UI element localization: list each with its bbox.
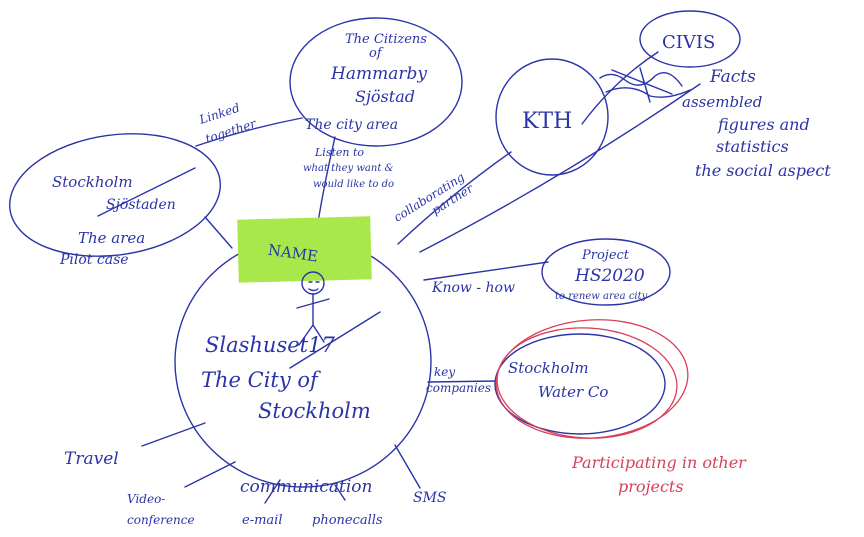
center-line1: Slashuset17 [205, 333, 335, 357]
facts-line1: Facts [709, 67, 756, 87]
phone-label: phonecalls [312, 513, 383, 528]
stick-figure-icon [296, 271, 330, 346]
center-strike [289, 311, 381, 369]
hammarby-line1: The Citizens [345, 32, 427, 47]
edge-center-stockholm [204, 216, 233, 249]
edge-center-hs2020 [423, 261, 549, 281]
node-civis: CIVIS [639, 10, 741, 68]
kth-circle [495, 58, 609, 176]
communication-label: communication [240, 477, 372, 497]
sms-label: SMS [413, 490, 447, 506]
edge-center-phone [334, 484, 346, 501]
water-red-circle-1 [495, 319, 689, 439]
stockholm-strike [97, 167, 196, 217]
stockholm-line2: Sjöstaden [106, 197, 176, 213]
facts-line4: statistics [716, 137, 789, 156]
hammarby-circle [289, 17, 463, 147]
edge-hammarby-center [317, 136, 336, 223]
civis-circle [639, 10, 741, 68]
facts-line2: assembled [682, 93, 762, 111]
email-label: e-mail [242, 513, 282, 528]
facts-line3: figures and [717, 115, 810, 134]
edge-center-water [427, 380, 498, 383]
water-circle [494, 333, 666, 435]
node-hammarby: The Citizens of Hammarby Sjöstad The cit… [289, 17, 463, 147]
video-label-line1: Video- [127, 492, 165, 506]
node-stockholm: Stockholm Sjöstaden The area [8, 133, 222, 257]
travel-label: Travel [64, 449, 119, 469]
participating-line2: projects [618, 477, 684, 496]
hammarby-line3: Hammarby [330, 64, 427, 84]
water-line1: Stockholm [508, 359, 589, 377]
participating-line1: Participating in other [571, 453, 747, 472]
listen-label-line3: would like to do [313, 179, 394, 190]
edge-center-sms [394, 444, 421, 489]
kth-label: KTH [522, 109, 572, 134]
water-red-circle-2 [496, 327, 678, 439]
hammarby-line4: Sjöstad [355, 87, 415, 106]
edge-center-video [184, 461, 236, 488]
water-line2: Water Co [538, 383, 608, 401]
node-water: Stockholm Water Co [494, 319, 689, 439]
civis-label: CIVIS [662, 32, 715, 53]
scribble-icon [599, 67, 691, 103]
hammarby-line5: The city area [305, 117, 398, 133]
hammarby-line2: of [369, 46, 384, 61]
center-line2: The City of [201, 368, 321, 392]
edge-stockholm-hammarby [195, 117, 303, 147]
hs2020-circle [541, 238, 671, 306]
node-hs2020: Project HS2020 to renew area city [541, 238, 671, 306]
pilot-case-label: Pilot case [59, 252, 129, 268]
edge-kth-center [397, 151, 512, 245]
key-label-line1: key [434, 365, 455, 379]
facts-line5: the social aspect [695, 161, 831, 180]
key-label-line2: companies [426, 381, 491, 395]
hs2020-line1: Project [581, 248, 630, 263]
video-label-line2: conference [127, 513, 195, 527]
center-node: NAME Slashuset17 The City of Stockholm [174, 216, 432, 488]
edge-center-travel [141, 422, 206, 447]
name-sticky-note [237, 216, 372, 283]
stockholm-circle [8, 133, 222, 257]
center-line3: Stockholm [258, 399, 371, 423]
stockholm-line3: The area [78, 229, 145, 247]
hs2020-line3: to renew area city [555, 291, 648, 302]
edge-kth-civis [581, 51, 659, 125]
listen-label-line2: what they want & [303, 163, 394, 174]
hs2020-line2: HS2020 [574, 266, 645, 286]
stockholm-line1: Stockholm [52, 173, 133, 191]
listen-label-line1: Listen to [314, 146, 364, 159]
know-how-label: Know - how [431, 280, 515, 296]
node-kth: KTH [495, 58, 609, 176]
